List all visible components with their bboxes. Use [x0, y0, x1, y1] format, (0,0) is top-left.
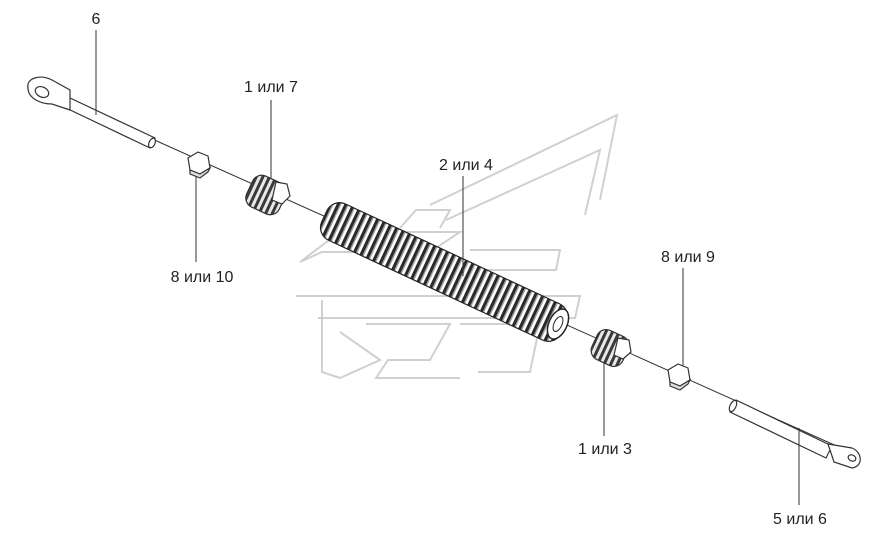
left-bushing [245, 174, 291, 216]
right-bushing [590, 329, 632, 367]
label-nut-right: 8 или 9 [661, 249, 715, 266]
right-rod-end [728, 399, 861, 469]
label-rod-left: 6 [92, 11, 101, 28]
left-rod-end [27, 76, 157, 149]
main-spring [319, 202, 570, 342]
right-nut [667, 363, 692, 391]
label-nut-left: 8 или 10 [171, 269, 234, 286]
label-bushing-left: 1 или 7 [244, 79, 298, 96]
left-nut [187, 151, 212, 179]
label-spring: 2 или 4 [439, 157, 493, 174]
label-bushing-right: 1 или 3 [578, 441, 632, 458]
label-rod-right: 5 или 6 [773, 511, 827, 528]
